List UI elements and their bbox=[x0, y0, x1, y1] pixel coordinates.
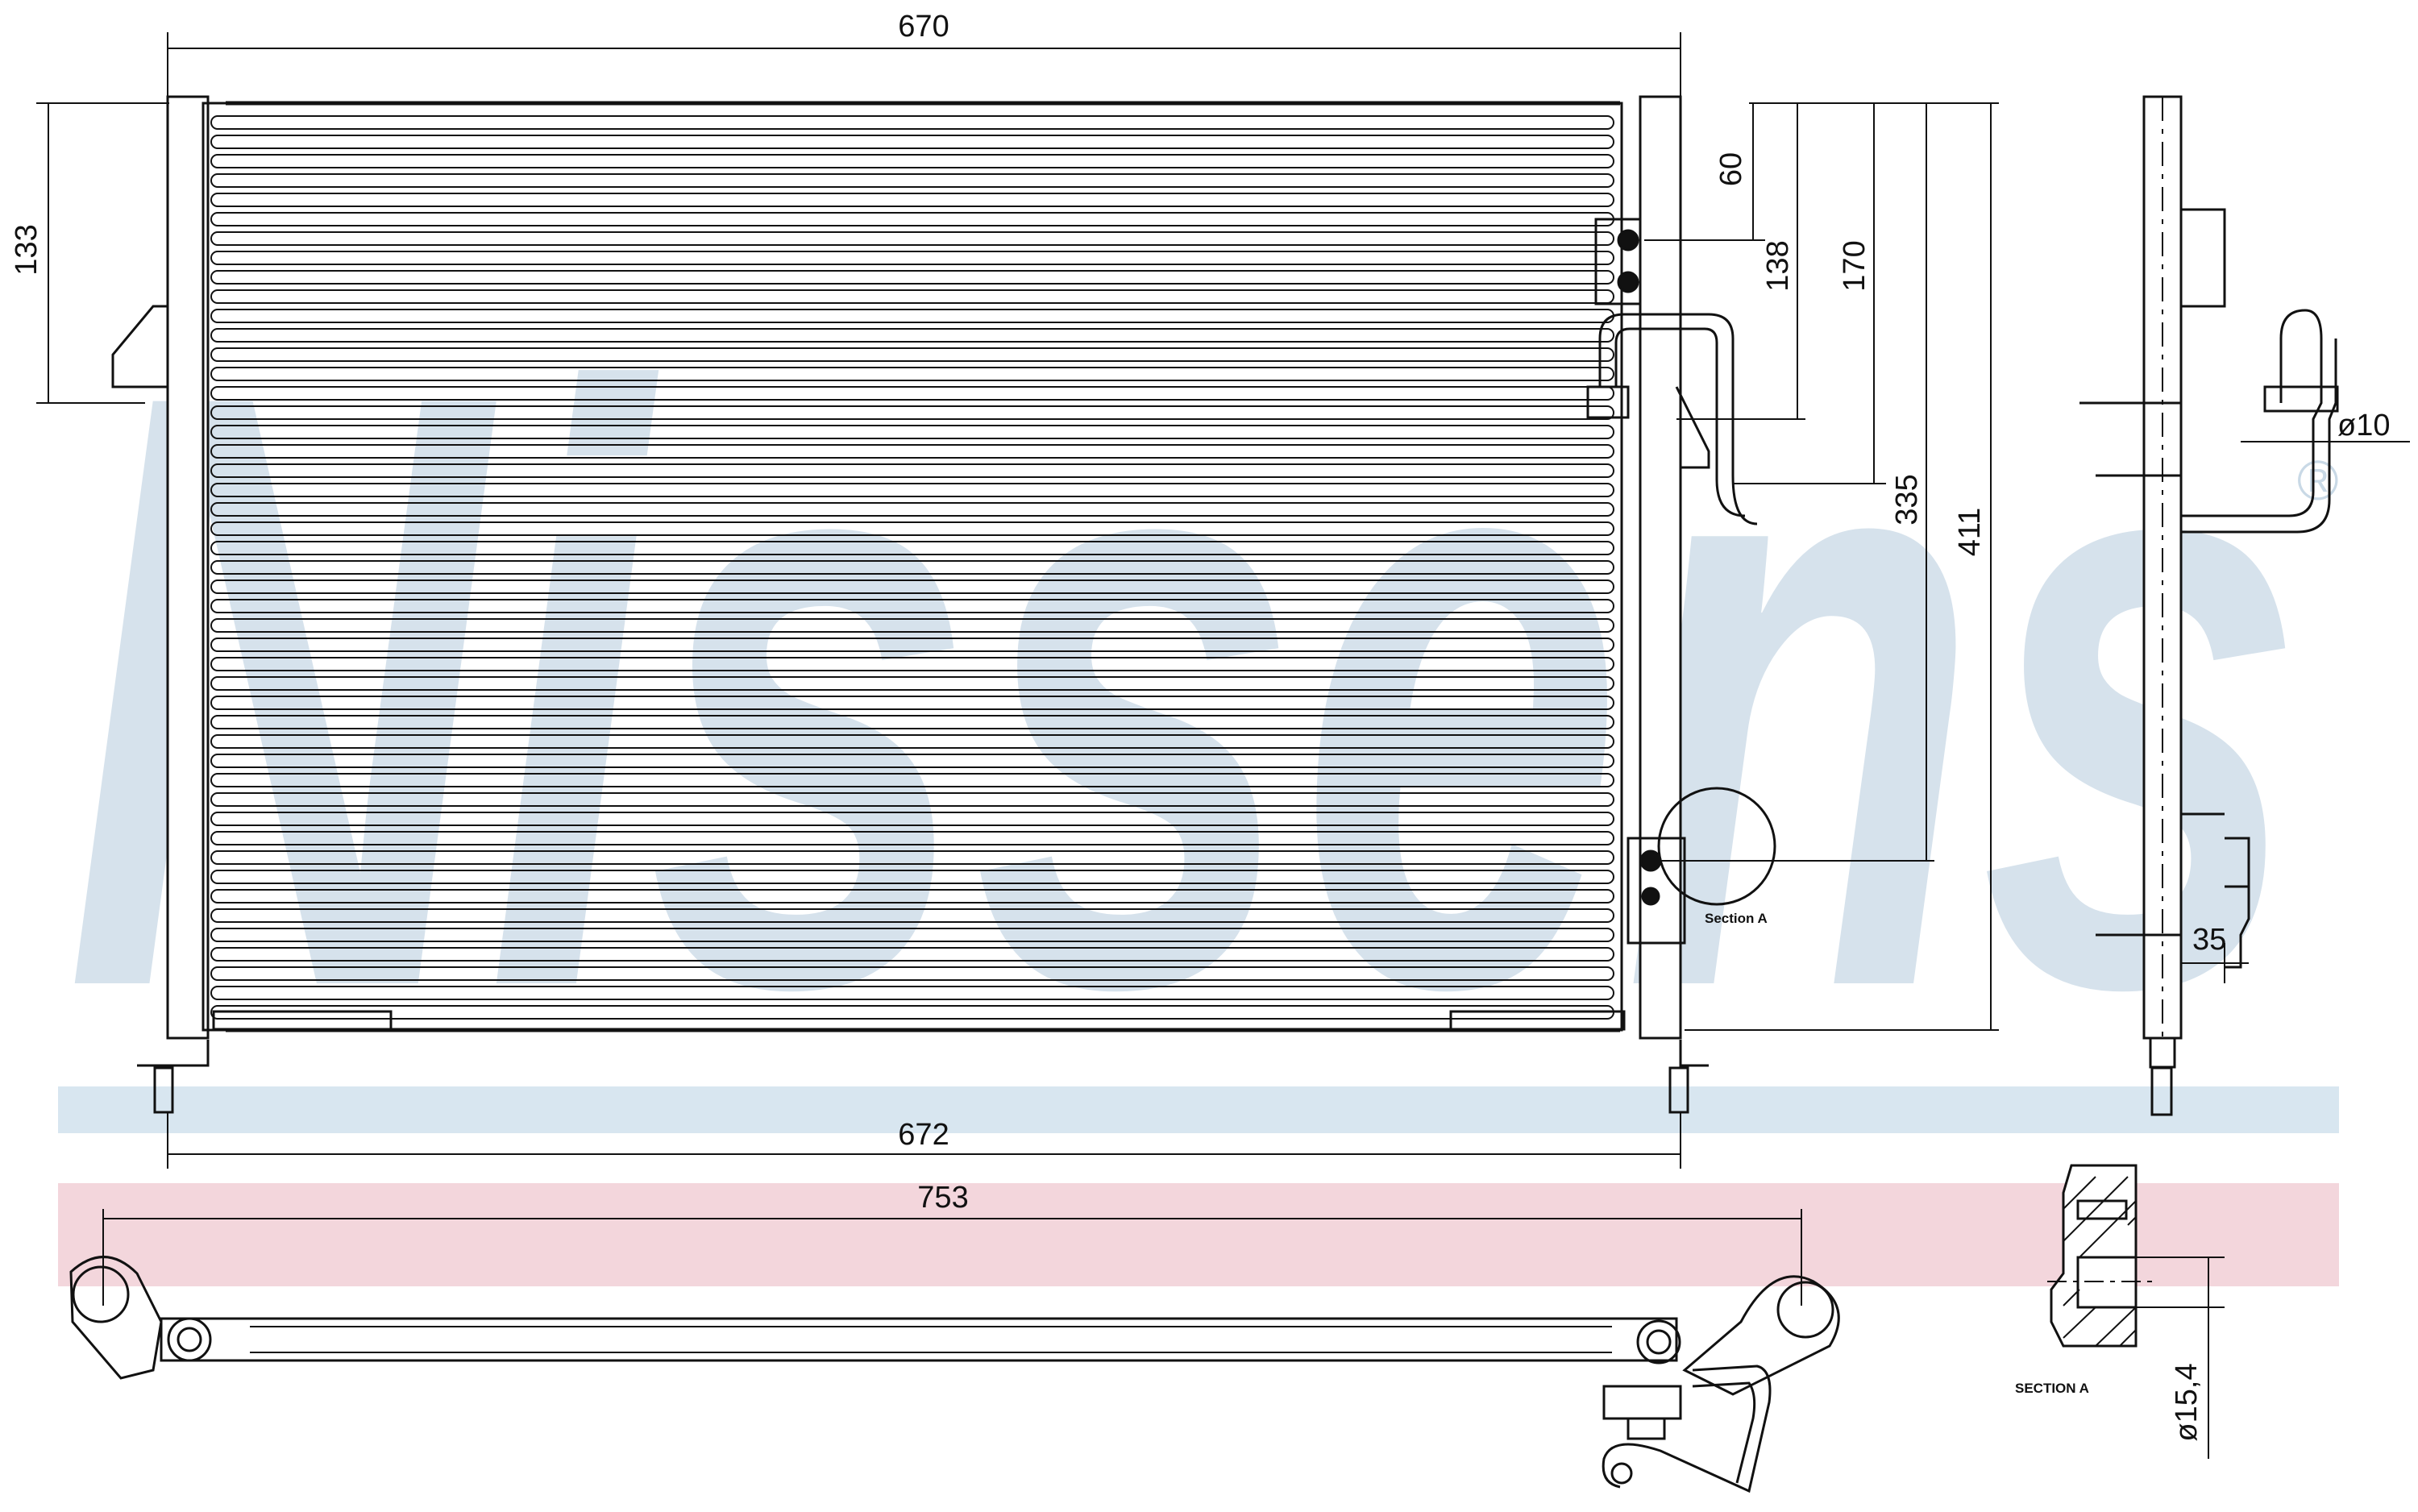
condenser-front-view bbox=[111, 95, 1776, 1114]
cooling-tube bbox=[210, 135, 1614, 149]
cooling-tube bbox=[210, 444, 1614, 459]
cooling-tubes bbox=[210, 115, 1614, 1020]
cooling-tube bbox=[210, 947, 1614, 962]
cooling-tube bbox=[210, 986, 1614, 1000]
left-bracket-hole bbox=[72, 1265, 130, 1323]
left-tank bbox=[166, 95, 210, 1040]
right-bracket-arm bbox=[1682, 1275, 1840, 1396]
cooling-tube bbox=[210, 367, 1614, 381]
cooling-tube bbox=[210, 870, 1614, 884]
cooling-tube bbox=[210, 251, 1614, 265]
cooling-tube bbox=[210, 425, 1614, 439]
inlet-pipe bbox=[1598, 313, 1758, 525]
cooling-tube bbox=[210, 792, 1614, 807]
cooling-tube bbox=[210, 715, 1614, 729]
dim-138: 138 bbox=[1761, 240, 1795, 291]
cooling-tube bbox=[210, 483, 1614, 497]
fitting-bolt-2 bbox=[1617, 271, 1639, 293]
right-fitting bbox=[1636, 1319, 1681, 1365]
fitting-block bbox=[1594, 218, 1642, 305]
cooling-tube bbox=[210, 928, 1614, 942]
dim-60: 60 bbox=[1714, 152, 1748, 186]
cooling-tube bbox=[210, 676, 1614, 691]
label-section-a-detail: SECTION A bbox=[2015, 1381, 2089, 1396]
cooling-tube bbox=[210, 541, 1614, 555]
cooling-tube bbox=[210, 115, 1614, 130]
section-a-marker bbox=[1657, 787, 1776, 906]
cooling-tube bbox=[210, 270, 1614, 285]
cooling-tube bbox=[210, 831, 1614, 845]
left-bracket-arm bbox=[69, 1256, 163, 1380]
cooling-tube bbox=[210, 463, 1614, 478]
dimension-lines bbox=[36, 32, 1999, 1306]
cooling-tube bbox=[210, 734, 1614, 749]
dim-section-diameter: ø15,4 bbox=[2170, 1363, 2204, 1441]
cooling-tube bbox=[210, 405, 1614, 420]
cooling-tube bbox=[210, 599, 1614, 613]
cooling-tube bbox=[210, 502, 1614, 517]
cooling-tube bbox=[210, 908, 1614, 923]
side-view bbox=[2079, 95, 2410, 1116]
dim-pipe-diameter: ø10 bbox=[2337, 409, 2390, 442]
cooling-tube bbox=[210, 657, 1614, 671]
pink-band bbox=[58, 1183, 2339, 1286]
fitting-bolt-1 bbox=[1617, 229, 1639, 251]
left-mount-pin bbox=[153, 1066, 174, 1114]
dim-overall-length: 753 bbox=[917, 1181, 968, 1215]
cooling-tube bbox=[210, 173, 1614, 188]
cooling-tube bbox=[210, 889, 1614, 903]
top-view-core bbox=[160, 1317, 1678, 1362]
registered-mark: ® bbox=[2297, 449, 2339, 512]
cooling-tube bbox=[210, 328, 1614, 343]
cooling-tube bbox=[210, 386, 1614, 401]
cooling-tube bbox=[210, 193, 1614, 207]
dim-170: 170 bbox=[1838, 240, 1872, 291]
dim-width-bottom: 672 bbox=[898, 1118, 949, 1152]
cooling-tube bbox=[210, 696, 1614, 710]
cooling-tube bbox=[210, 347, 1614, 362]
blue-band bbox=[58, 1086, 2339, 1133]
cooling-tube bbox=[210, 850, 1614, 865]
dim-411: 411 bbox=[1953, 508, 1987, 557]
right-tank bbox=[1639, 95, 1682, 1040]
right-bracket-hole bbox=[1776, 1281, 1834, 1339]
dim-left-height: 133 bbox=[10, 224, 44, 275]
left-mount-bracket bbox=[111, 305, 168, 388]
side-pipe bbox=[2181, 309, 2337, 534]
cooling-tube bbox=[210, 966, 1614, 981]
dim-side-offset: 35 bbox=[2192, 923, 2226, 957]
dim-335: 335 bbox=[1890, 474, 1924, 525]
cooling-tube bbox=[210, 618, 1614, 633]
section-a-detail bbox=[2047, 1164, 2225, 1459]
outlet-pipe bbox=[1602, 1365, 1772, 1493]
cooling-tube bbox=[210, 812, 1614, 826]
left-fitting bbox=[167, 1317, 212, 1362]
label-section-a-front: Section A bbox=[1705, 911, 1768, 926]
cooling-tube bbox=[210, 638, 1614, 652]
cooling-tube bbox=[210, 289, 1614, 304]
cooling-tube bbox=[210, 579, 1614, 594]
right-mount-pin bbox=[1668, 1066, 1689, 1114]
cooling-tube bbox=[210, 231, 1614, 246]
cooling-tube bbox=[210, 521, 1614, 536]
cooling-tube bbox=[210, 154, 1614, 168]
dim-width-top: 670 bbox=[898, 10, 949, 44]
cooling-tube bbox=[210, 754, 1614, 768]
cooling-tube bbox=[210, 773, 1614, 787]
top-view bbox=[69, 1256, 1840, 1493]
cooling-tube bbox=[210, 560, 1614, 575]
